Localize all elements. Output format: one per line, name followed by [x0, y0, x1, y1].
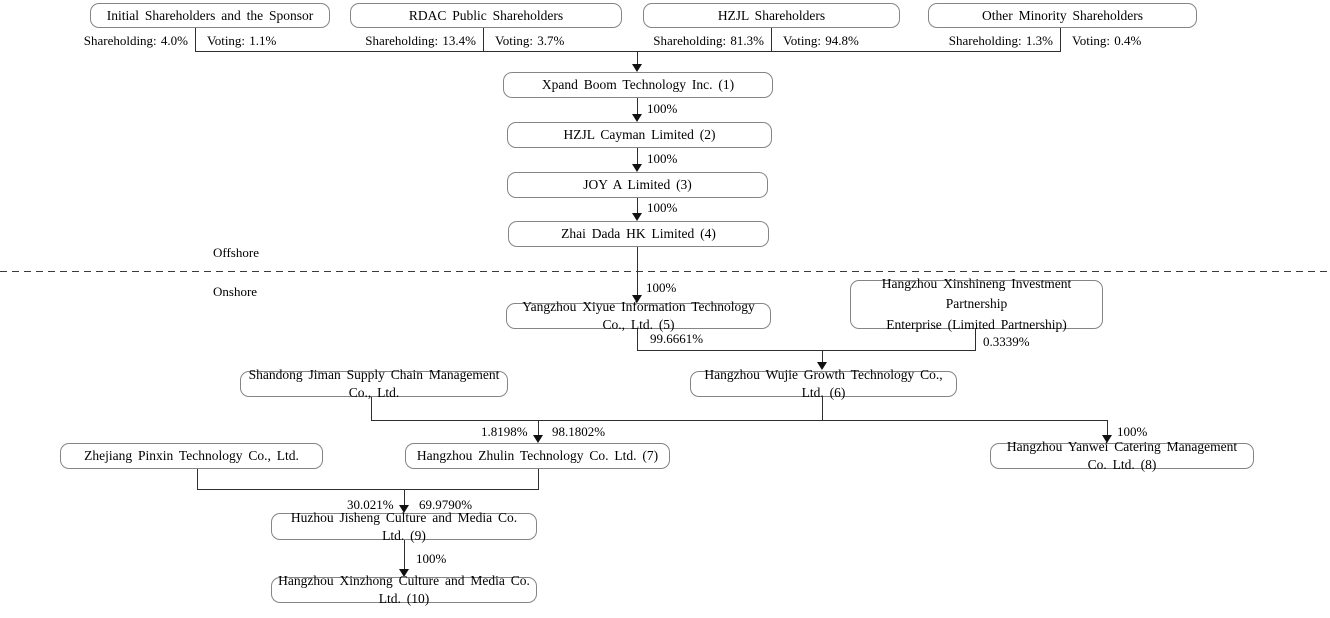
connector-line — [1107, 420, 1108, 436]
ownership-percentage-label: 1.8198% — [481, 424, 528, 439]
entity-box-zhejiang-pinxin: Zhejiang Pinxin Technology Co., Ltd. — [60, 443, 323, 469]
shareholder-box-hzjl: HZJL Shareholders — [643, 3, 900, 28]
entity-box-hangzhou-wujie: Hangzhou Wujie Growth Technology Co., Lt… — [690, 367, 957, 400]
onshore-label: Onshore — [213, 284, 258, 299]
ownership-percentage-label: 100% — [647, 101, 678, 116]
entity-box-xpand-boom: Xpand Boom Technology Inc. (1) — [503, 72, 773, 98]
arrowhead-down-icon — [533, 435, 543, 443]
ownership-percentage-label: 100% — [647, 151, 678, 166]
shareholder-box-other-minority: Other Minority Shareholders — [928, 3, 1197, 28]
shareholding-label: Shareholding: 81.3% — [653, 33, 764, 48]
connector-line — [822, 350, 823, 363]
connector-line — [771, 28, 772, 51]
arrowhead-down-icon — [399, 569, 409, 577]
shareholder-box-initial: Initial Shareholders and the Sponsor — [90, 3, 330, 28]
ownership-percentage-label: 69.9790% — [419, 497, 473, 512]
connector-line — [637, 148, 638, 165]
ownership-percentage-label: 100% — [1117, 424, 1148, 439]
arrowhead-down-icon — [817, 362, 827, 370]
connector-line — [197, 489, 539, 490]
connector-line — [195, 51, 1061, 52]
connector-line — [195, 28, 196, 51]
arrowhead-down-icon — [632, 295, 642, 303]
entity-box-hzjl-cayman: HZJL Cayman Limited (2) — [507, 122, 772, 148]
connector-line — [637, 98, 638, 115]
arrowhead-down-icon — [399, 505, 409, 513]
arrowhead-down-icon — [632, 164, 642, 172]
entity-box-xinshineng: Hangzhou Xinshineng Investment Partnersh… — [850, 276, 1103, 332]
arrowhead-down-icon — [632, 213, 642, 221]
ownership-percentage-label: 100% — [647, 200, 678, 215]
connector-line — [975, 328, 976, 350]
voting-label: Voting: 0.4% — [1072, 33, 1142, 48]
connector-line — [637, 51, 638, 65]
shareholding-label: Shareholding: 1.3% — [948, 33, 1053, 48]
arrowhead-down-icon — [632, 114, 642, 122]
voting-label: Voting: 94.8% — [783, 33, 859, 48]
shareholding-label: Shareholding: 13.4% — [365, 33, 476, 48]
entity-box-joy-a: JOY A Limited (3) — [507, 172, 768, 198]
voting-label: Voting: 3.7% — [495, 33, 565, 48]
connector-line — [371, 420, 1108, 421]
connector-line — [538, 469, 539, 490]
connector-line — [538, 420, 539, 436]
arrowhead-down-icon — [632, 64, 642, 72]
voting-label: Voting: 1.1% — [207, 33, 277, 48]
ownership-percentage-label: 0.3339% — [983, 334, 1030, 349]
shareholding-label: Shareholding: 4.0% — [83, 33, 188, 48]
entity-box-zhai-dada: Zhai Dada HK Limited (4) — [508, 221, 769, 247]
entity-name-line: Enterprise (Limited Partnership) — [886, 316, 1067, 332]
connector-line — [637, 350, 976, 351]
entity-name-line: Hangzhou Xinshineng Investment Partnersh… — [881, 276, 1072, 312]
connector-line — [1060, 28, 1061, 51]
connector-line — [637, 247, 638, 296]
entity-box-huzhou-jisheng: Huzhou Jisheng Culture and Media Co. Ltd… — [271, 510, 537, 543]
entity-box-hangzhou-yanwei: Hangzhou Yanwei Catering Management Co. … — [990, 439, 1254, 472]
offshore-label: Offshore — [213, 245, 259, 260]
entity-box-hangzhou-zhulin: Hangzhou Zhulin Technology Co. Ltd. (7) — [405, 443, 670, 469]
connector-line — [822, 397, 823, 420]
ownership-percentage-label: 98.1802% — [552, 424, 606, 439]
entity-box-shandong-jiman: Shandong Jiman Supply Chain Management C… — [240, 367, 508, 400]
connector-line — [637, 329, 638, 350]
connector-line — [197, 469, 198, 490]
arrowhead-down-icon — [1102, 435, 1112, 443]
ownership-percentage-label: 99.6661% — [650, 331, 704, 346]
connector-line — [637, 198, 638, 214]
offshore-onshore-divider — [0, 271, 1330, 272]
ownership-percentage-label: 100% — [416, 551, 447, 566]
connector-line — [483, 28, 484, 51]
connector-line — [404, 540, 405, 570]
entity-box-yangzhou-xiyue: Yangzhou Xiyue Information Technology Co… — [506, 299, 771, 332]
connector-line — [371, 397, 372, 420]
entity-box-hangzhou-xinzhong: Hangzhou Xinzhong Culture and Media Co. … — [271, 573, 537, 606]
ownership-percentage-label: 30.021% — [347, 497, 394, 512]
shareholder-box-rdac: RDAC Public Shareholders — [350, 3, 622, 28]
ownership-percentage-label: 100% — [646, 280, 677, 295]
connector-line — [404, 489, 405, 506]
